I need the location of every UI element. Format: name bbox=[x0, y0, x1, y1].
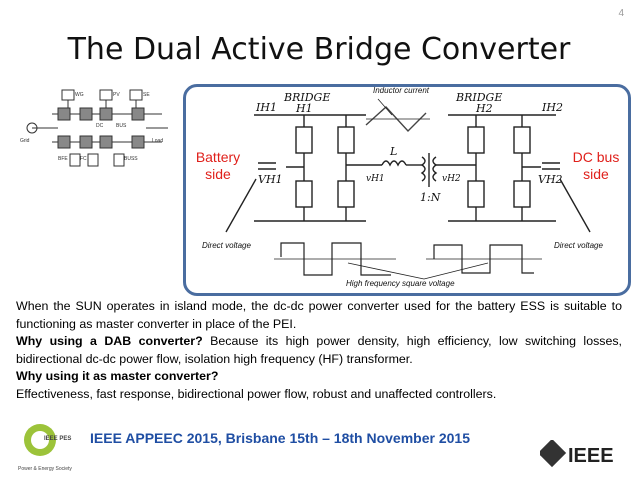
dab-circuit-drawing: BRIDGE H1 BRIDGE H2 IH1 IH2 VH1 VH2 L 1:… bbox=[225, 91, 591, 280]
ieee-logo: IEEE bbox=[540, 440, 614, 468]
bridge2-h: H2 bbox=[475, 102, 493, 115]
battery-side-label: Battery side bbox=[195, 149, 241, 182]
dab-answer: Because its high power density, high eff… bbox=[16, 334, 623, 366]
dc-bus-side-label: DC bus side bbox=[572, 149, 620, 182]
ieee-logo-text: IEEE bbox=[568, 445, 614, 467]
slide-title: The Dual Active Bridge Converter bbox=[67, 32, 571, 67]
pes-sub-text: Power & Energy Society bbox=[18, 466, 72, 472]
body-paragraph: When the SUN operates in island mode, th… bbox=[16, 299, 622, 331]
microgrid-schematic: WG PV SE DC BUS BFE FC BUSS Grid Load bbox=[20, 89, 168, 167]
grid-label-buss: BUSS bbox=[124, 156, 138, 162]
conference-footer: IEEE APPEEC 2015, Brisbane 15th – 18th N… bbox=[90, 430, 470, 446]
pes-text: IEEE PES bbox=[44, 436, 71, 442]
vh2-label: VH2 bbox=[538, 173, 563, 186]
vh2-small-label: vH2 bbox=[442, 174, 461, 184]
vh1-label: VH1 bbox=[258, 173, 283, 186]
vh1-small-label: vH1 bbox=[366, 174, 385, 184]
direct-voltage-left-label: Direct voltage bbox=[202, 241, 251, 250]
master-question: Why using it as master converter? bbox=[16, 369, 219, 384]
dab-circuit-diagram: BRIDGE H1 BRIDGE H2 IH1 IH2 VH1 VH2 L 1:… bbox=[183, 84, 631, 296]
grid-label-bfe: BFE bbox=[58, 156, 68, 162]
grid-label-grid: Grid bbox=[20, 138, 30, 144]
hf-square-voltage-label: High frequency square voltage bbox=[346, 279, 455, 288]
ih1-label: IH1 bbox=[255, 101, 277, 114]
grid-label-load: Load bbox=[152, 138, 163, 144]
inductor-current-label: Inductor current bbox=[373, 86, 430, 95]
slide-number: 4 bbox=[618, 8, 624, 19]
bridge1-label: BRIDGE bbox=[283, 91, 330, 104]
grid-label-pv: PV bbox=[113, 92, 120, 98]
ih2-label: IH2 bbox=[541, 101, 563, 114]
master-answer: Effectiveness, fast response, bidirectio… bbox=[16, 386, 497, 401]
bridge1-h: H1 bbox=[295, 102, 313, 115]
direct-voltage-right-label: Direct voltage bbox=[554, 241, 603, 250]
grid-label-dc: DC bbox=[96, 123, 104, 129]
ieee-pes-logo: IEEE PES Power & Energy Society bbox=[18, 424, 72, 472]
grid-label-se: SE bbox=[143, 92, 150, 98]
ratio-label: 1:N bbox=[420, 191, 441, 204]
grid-label-bus: BUS bbox=[116, 123, 127, 129]
grid-label-fc: FC bbox=[80, 156, 87, 162]
dab-question-line: Why using a DAB converter? Because its h… bbox=[16, 333, 622, 368]
body-text: When the SUN operates in island mode, th… bbox=[16, 298, 622, 404]
grid-label-wg: WG bbox=[75, 92, 84, 98]
bridge2-label: BRIDGE bbox=[455, 91, 502, 104]
inductor-label: L bbox=[389, 145, 397, 158]
dab-question: Why using a DAB converter? bbox=[16, 334, 203, 349]
